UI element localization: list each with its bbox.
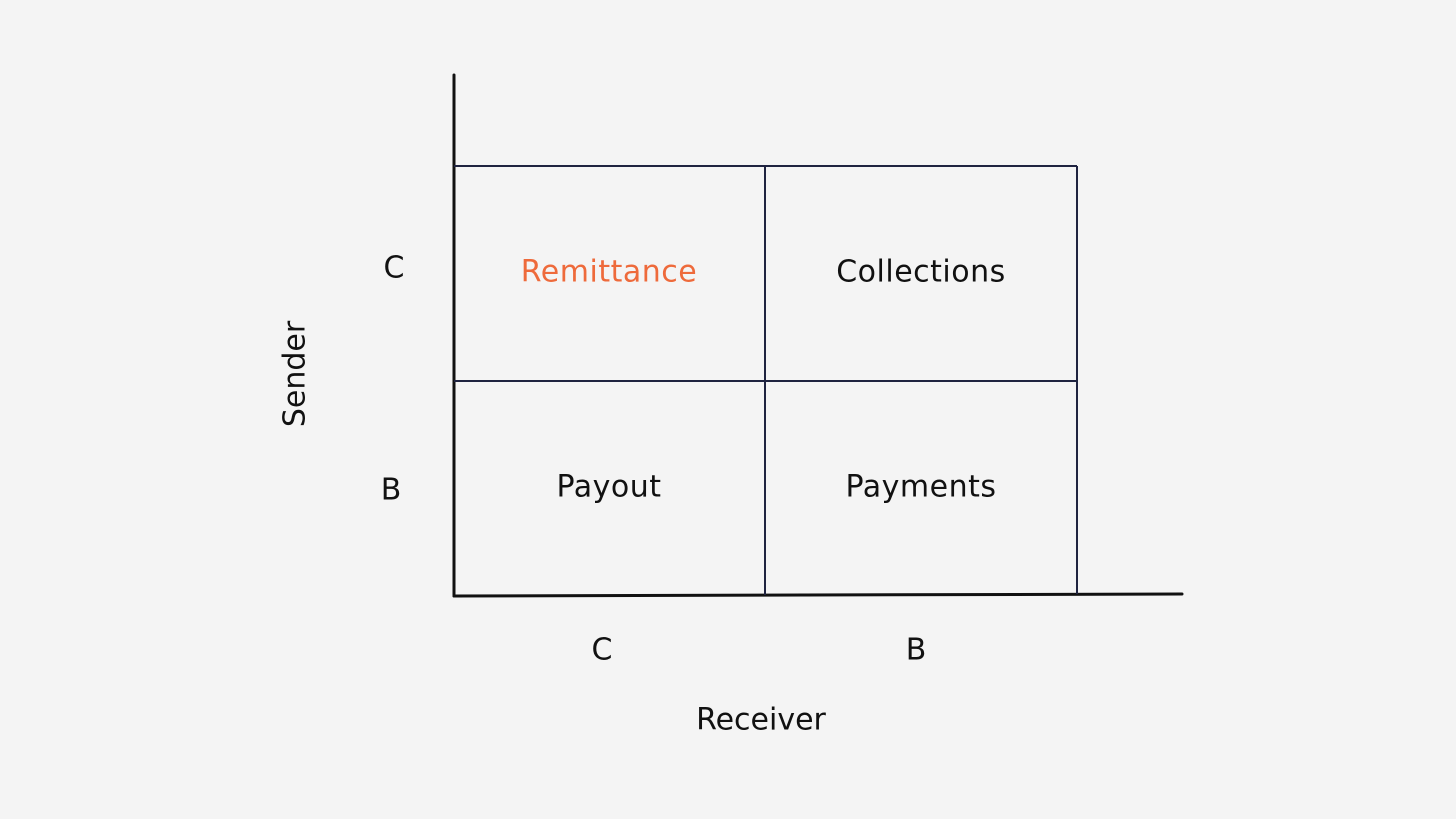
cell-remittance: Remittance [520,254,698,290]
y-tick-b: B [380,472,402,508]
cell-payments: Payments [845,469,997,505]
y-tick-c: C [383,250,405,286]
x-axis-title: Receiver [696,702,826,738]
x-tick-b: B [905,632,927,668]
x-tick-c: C [591,632,613,668]
cell-payout: Payout [556,469,662,505]
cell-collections: Collections [836,254,1006,290]
y-axis-title: Sender [277,320,313,428]
x-axis-line [452,592,1184,598]
